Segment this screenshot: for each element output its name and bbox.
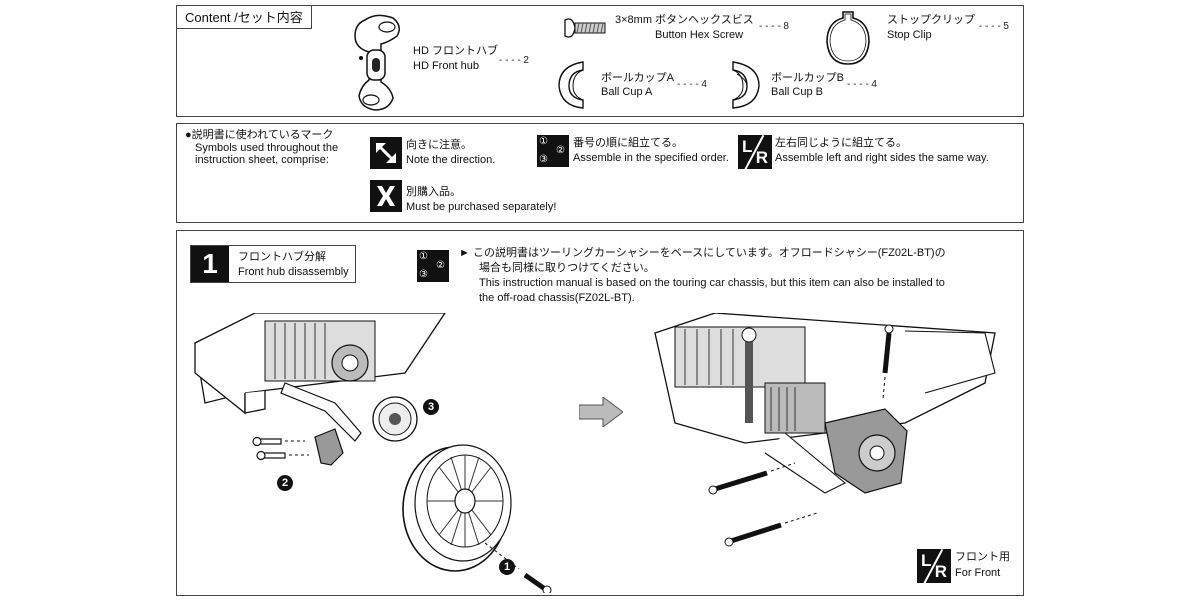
step-note-jp-1: ► この説明書はツーリングカーシャシーをベースにしています。オフロードシャシー(… xyxy=(459,247,946,259)
ball-cup-a-label-jp: ボールカップA xyxy=(601,72,675,84)
stop-clip-label-jp: ストップクリップ xyxy=(887,14,975,26)
front-hub-qty: - - - - 2 xyxy=(499,55,529,66)
ball-cup-b-qty: - - - - 4 xyxy=(847,79,877,90)
separate-label-en: Must be purchased separately! xyxy=(406,201,557,213)
symbols-heading-en-1: Symbols used throughout the xyxy=(195,142,339,154)
symbols-heading-jp: ●説明書に使われているマーク xyxy=(185,129,334,141)
direction-arrows-icon xyxy=(370,137,402,169)
ball-cup-b-label-en: Ball Cup B xyxy=(771,86,823,98)
next-step-arrow-icon xyxy=(579,397,623,427)
ball-cup-a-qty: - - - - 4 xyxy=(677,79,707,90)
callout-1: 1 xyxy=(499,559,515,575)
order-label-en: Assemble in the specified order. xyxy=(573,152,729,164)
lr-front-label-en: For Front xyxy=(955,567,1001,579)
stop-clip-label-en: Stop Clip xyxy=(887,29,932,41)
screw-label-en: Button Hex Screw xyxy=(655,29,744,41)
lr-front-label-jp: フロント用 xyxy=(955,551,1010,563)
step-header: 1 フロントハブ分解 Front hub disassembly xyxy=(190,245,356,283)
left-right-label-jp: 左右同じように組立てる。 xyxy=(775,137,907,149)
stop-clip-drawing xyxy=(826,11,870,65)
step-title-en: Front hub disassembly xyxy=(238,266,349,278)
callout-2: 2 xyxy=(277,475,293,491)
disassembly-illustration xyxy=(194,313,552,593)
screw-qty: - - - - 8 xyxy=(759,21,789,32)
symbols-heading-en-2: instruction sheet, comprise: xyxy=(195,154,329,166)
callout-3: 3 xyxy=(423,399,439,415)
step-number: 1 xyxy=(191,246,229,282)
ball-cup-b-drawing xyxy=(732,61,760,109)
left-right-label-en: Assemble left and right sides the same w… xyxy=(775,152,989,164)
ball-cup-b-label-jp: ボールカップB xyxy=(771,72,845,84)
step-title-jp: フロントハブ分解 xyxy=(238,251,326,263)
left-right-front-icon: L R xyxy=(917,548,951,586)
front-hub-label-jp: HD フロントハブ xyxy=(413,45,498,57)
step-note-en-2: the off-road chassis(FZ02L-BT). xyxy=(479,292,635,304)
direction-label-jp: 向きに注意。 xyxy=(406,139,472,151)
ball-cup-a-label-en: Ball Cup A xyxy=(601,86,653,98)
step-1-panel: 1 フロントハブ分解 Front hub disassembly ① ② ③ ►… xyxy=(176,230,1024,596)
ball-cup-a-drawing xyxy=(558,61,584,109)
step-order-icon: ① ② ③ xyxy=(417,250,449,282)
button-hex-screw-drawing xyxy=(564,18,606,38)
direction-label-en: Note the direction. xyxy=(406,154,496,166)
step-note-en-1: This instruction manual is based on the … xyxy=(479,277,945,289)
order-numbers-icon: ① ② ③ xyxy=(537,135,569,167)
stop-clip-qty: - - - - 5 xyxy=(979,21,1009,32)
content-title: Content /セット内容 xyxy=(176,5,312,29)
front-hub-label-en: HD Front hub xyxy=(413,60,480,72)
content-panel: Content /セット内容 HD フロントハブ HD Front hub - … xyxy=(176,5,1024,117)
step-note-jp-2: 場合も同様に取りつけてください。 xyxy=(479,262,655,274)
symbols-panel: ●説明書に使われているマーク Symbols used throughout t… xyxy=(176,123,1024,223)
assembled-illustration xyxy=(654,313,996,547)
front-hub-drawing xyxy=(354,14,400,111)
separate-label-jp: 別購入品。 xyxy=(406,186,461,198)
screw-label-jp: 3×8mm ボタンヘックスビス xyxy=(615,14,754,26)
order-label-jp: 番号の順に組立てる。 xyxy=(573,137,683,149)
x-separate-icon xyxy=(370,180,402,212)
left-right-icon: L R xyxy=(738,134,772,172)
